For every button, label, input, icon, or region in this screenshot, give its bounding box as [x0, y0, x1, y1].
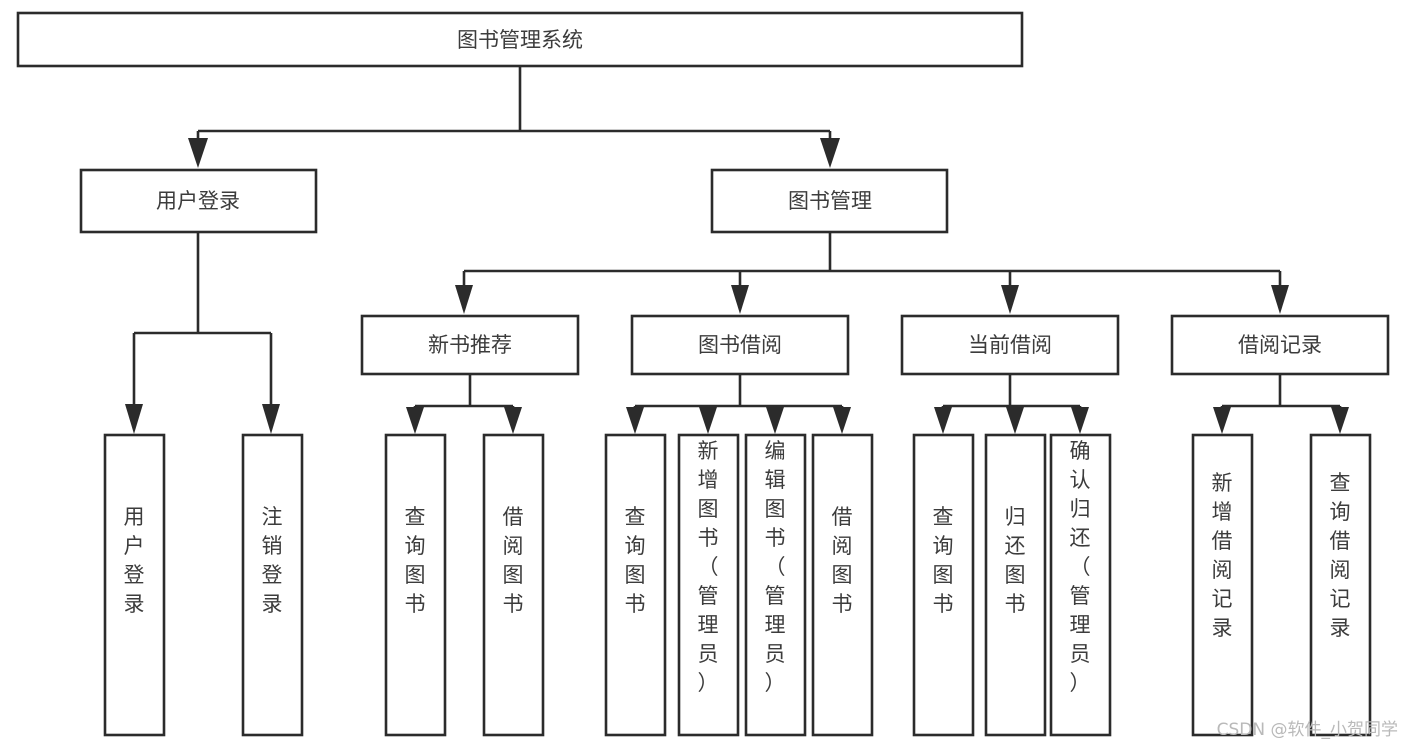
node-current-borrow-rect[interactable] [900, 314, 1120, 376]
arrow-bb-leaf-1-icon [626, 407, 644, 434]
node-leaf-query-book-1[interactable]: 查询图书 [384, 433, 447, 737]
node-leaf-query-record[interactable]: 查询借阅记录 [1309, 433, 1372, 737]
node-leaf-add-book-label: 新增图书（管理员） [698, 439, 719, 695]
node-book-management[interactable]: 图书管理 [710, 168, 949, 234]
node-leaf-return-book-label: 归还图书 [1005, 505, 1026, 616]
node-new-book-recommend-label: 新书推荐 [428, 333, 512, 357]
node-leaf-return-book[interactable]: 归还图书 [984, 433, 1047, 737]
arrow-nbr-leaf-2-icon [504, 407, 522, 434]
node-leaf-borrow-book-1-rect[interactable] [482, 433, 545, 737]
connector-group-book-borrow [626, 374, 851, 434]
arrow-bm-to-book-borrow-icon [731, 285, 749, 314]
node-leaf-user-login[interactable]: 用户登录 [103, 433, 166, 737]
node-leaf-query-book-2-rect[interactable] [604, 433, 667, 737]
node-new-book-recommend-rect[interactable] [360, 314, 580, 376]
node-leaf-query-book-3[interactable]: 查询图书 [912, 433, 975, 737]
node-leaf-user-logout-label: 注销登录 [262, 505, 283, 616]
node-leaf-add-book-rect[interactable] [677, 433, 740, 737]
node-root-label: 图书管理系统 [457, 28, 583, 52]
node-leaf-query-book-1-rect[interactable] [384, 433, 447, 737]
node-leaf-add-record[interactable]: 新增借阅记录 [1191, 433, 1254, 737]
node-user-login-label: 用户登录 [156, 189, 240, 213]
connector-group-current-borrow [934, 374, 1089, 434]
node-leaf-query-book-3-rect[interactable] [912, 433, 975, 737]
node-book-borrow[interactable]: 图书借阅 [630, 314, 850, 376]
arrow-user-login-leaf-2-icon [262, 404, 280, 434]
node-book-borrow-label: 图书借阅 [698, 333, 782, 357]
node-leaf-user-logout-rect[interactable] [241, 433, 304, 737]
node-leaf-user-logout[interactable]: 注销登录 [241, 433, 304, 737]
node-leaf-edit-book[interactable]: 编辑图书（管理员） [744, 433, 807, 737]
node-current-borrow[interactable]: 当前借阅 [900, 314, 1120, 376]
arrow-root-to-book-management-icon [820, 138, 840, 168]
arrow-bm-to-borrow-record-icon [1271, 285, 1289, 314]
arrow-br-leaf-1-icon [1213, 407, 1231, 434]
node-borrow-record[interactable]: 借阅记录 [1170, 314, 1390, 376]
node-leaf-borrow-book-1-label: 借阅图书 [503, 505, 524, 616]
node-leaf-query-record-label: 查询借阅记录 [1330, 471, 1351, 640]
node-leaf-add-record-rect[interactable] [1191, 433, 1254, 737]
node-leaf-user-login-label: 用户登录 [124, 505, 145, 616]
node-leaf-return-book-rect[interactable] [984, 433, 1047, 737]
node-leaf-add-book[interactable]: 新增图书（管理员） [677, 433, 740, 737]
connector-group-new-book-recommend [406, 374, 522, 434]
arrow-bm-to-current-borrow-icon [1001, 285, 1019, 314]
node-leaf-user-login-rect[interactable] [103, 433, 166, 737]
arrow-bb-leaf-2-icon [699, 407, 717, 434]
node-user-login[interactable]: 用户登录 [79, 168, 318, 234]
node-leaf-add-record-label: 新增借阅记录 [1212, 471, 1233, 640]
arrow-root-to-user-login-icon [188, 138, 208, 168]
node-borrow-record-label: 借阅记录 [1238, 333, 1322, 357]
arrow-cb-leaf-2-icon [1006, 407, 1024, 434]
node-book-management-rect[interactable] [710, 168, 949, 234]
node-leaf-query-record-rect[interactable] [1309, 433, 1372, 737]
connector-group-root [188, 66, 840, 168]
arrow-bb-leaf-3-icon [766, 407, 784, 434]
node-book-management-label: 图书管理 [788, 189, 872, 213]
arrow-bb-leaf-4-icon [833, 407, 851, 434]
node-leaf-confirm-return-rect[interactable] [1049, 433, 1112, 737]
node-leaf-borrow-book-2-label: 借阅图书 [832, 505, 853, 616]
node-leaf-borrow-book-1[interactable]: 借阅图书 [482, 433, 545, 737]
node-book-borrow-rect[interactable] [630, 314, 850, 376]
connector-group-book-management [455, 232, 1289, 314]
node-leaf-edit-book-rect[interactable] [744, 433, 807, 737]
node-current-borrow-label: 当前借阅 [968, 333, 1052, 357]
node-leaf-edit-book-label: 编辑图书（管理员） [765, 439, 786, 695]
arrow-nbr-leaf-1-icon [406, 407, 424, 434]
node-leaf-borrow-book-2[interactable]: 借阅图书 [811, 433, 874, 737]
csdn-watermark: CSDN @软件_小贺同学 [1217, 720, 1398, 740]
node-leaf-query-book-3-label: 查询图书 [933, 505, 954, 616]
node-leaf-confirm-return-label: 确认归还（管理员） [1070, 439, 1091, 695]
arrow-cb-leaf-3-icon [1071, 407, 1089, 434]
connector-group-user-login [125, 232, 280, 434]
arrow-user-login-leaf-1-icon [125, 404, 143, 434]
node-borrow-record-rect[interactable] [1170, 314, 1390, 376]
node-root-rect[interactable] [16, 11, 1024, 68]
node-leaf-query-book-1-label: 查询图书 [405, 505, 426, 616]
arrow-br-leaf-2-icon [1331, 407, 1349, 434]
node-root[interactable]: 图书管理系统 [16, 11, 1024, 68]
arrow-cb-leaf-1-icon [934, 407, 952, 434]
node-leaf-query-book-2-label: 查询图书 [625, 505, 646, 616]
node-leaf-confirm-return[interactable]: 确认归还（管理员） [1049, 433, 1112, 737]
node-leaf-borrow-book-2-rect[interactable] [811, 433, 874, 737]
node-new-book-recommend[interactable]: 新书推荐 [360, 314, 580, 376]
arrow-bm-to-new-book-recommend-icon [455, 285, 473, 314]
connector-group-borrow-record [1213, 374, 1349, 434]
node-leaf-query-book-2[interactable]: 查询图书 [604, 433, 667, 737]
node-user-login-rect[interactable] [79, 168, 318, 234]
